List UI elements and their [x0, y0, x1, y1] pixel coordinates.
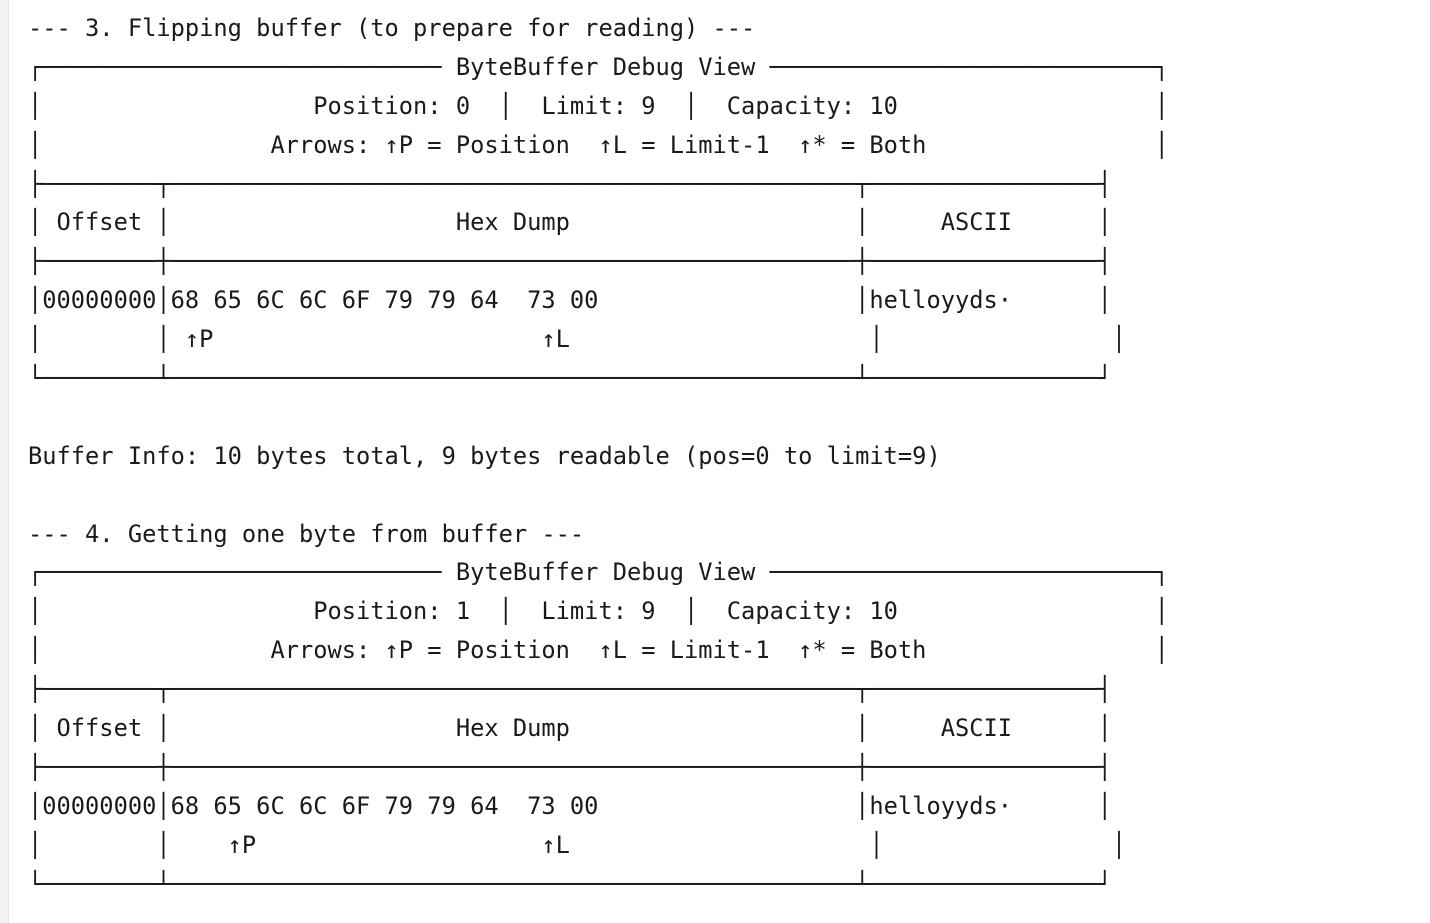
table-header-row: │ Offset │ Hex Dump │ ASCII │ — [28, 714, 1112, 743]
separator-row: ├────────┼──────────────────────────────… — [28, 752, 1112, 781]
status-line: │ Position: 0 │ Limit: 9 │ Capacity: 10 … — [28, 91, 1169, 120]
left-gutter — [0, 0, 9, 923]
box-bottom-border: └────────┴──────────────────────────────… — [28, 869, 1112, 898]
box-bottom-border: └────────┴──────────────────────────────… — [28, 364, 1112, 393]
step-3-heading: --- 3. Flipping buffer (to prepare for r… — [28, 14, 756, 42]
buffer-info-line: Buffer Info: 10 bytes total, 9 bytes rea… — [28, 441, 941, 470]
console-output: --- 3. Flipping buffer (to prepare for r… — [28, 9, 1169, 903]
table-header-row: │ Offset │ Hex Dump │ ASCII │ — [28, 208, 1112, 237]
separator-row: ├────────┬──────────────────────────────… — [28, 675, 1112, 704]
arrows-legend: │ Arrows: ↑P = Position ↑L = Limit-1 ↑* … — [28, 636, 1169, 665]
blank-line — [28, 398, 1169, 437]
status-line: │ Position: 1 │ Limit: 9 │ Capacity: 10 … — [28, 597, 1169, 626]
step-4-heading: --- 4. Getting one byte from buffer --- — [28, 519, 585, 548]
box-top-border: ┌──────────────────────────── ByteBuffer… — [28, 558, 1169, 587]
hex-data-row: │00000000│68 65 6C 6C 6F 79 79 64 73 00 … — [28, 791, 1112, 820]
arrow-marker-row: │ │ ↑P ↑L │ │ — [28, 830, 1127, 859]
arrows-legend: │ Arrows: ↑P = Position ↑L = Limit-1 ↑* … — [28, 130, 1169, 159]
box-top-border: ┌──────────────────────────── ByteBuffer… — [28, 52, 1169, 81]
separator-row: ├────────┼──────────────────────────────… — [28, 247, 1112, 276]
bytebuffer-debug-view-2: ┌──────────────────────────── ByteBuffer… — [28, 553, 1169, 903]
arrow-marker-row: │ │ ↑P ↑L │ │ — [28, 325, 1127, 354]
hex-data-row: │00000000│68 65 6C 6C 6F 79 79 64 73 00 … — [28, 286, 1112, 315]
blank-line — [28, 476, 1169, 515]
separator-row: ├────────┬──────────────────────────────… — [28, 169, 1112, 198]
bytebuffer-debug-view-1: ┌──────────────────────────── ByteBuffer… — [28, 48, 1169, 398]
